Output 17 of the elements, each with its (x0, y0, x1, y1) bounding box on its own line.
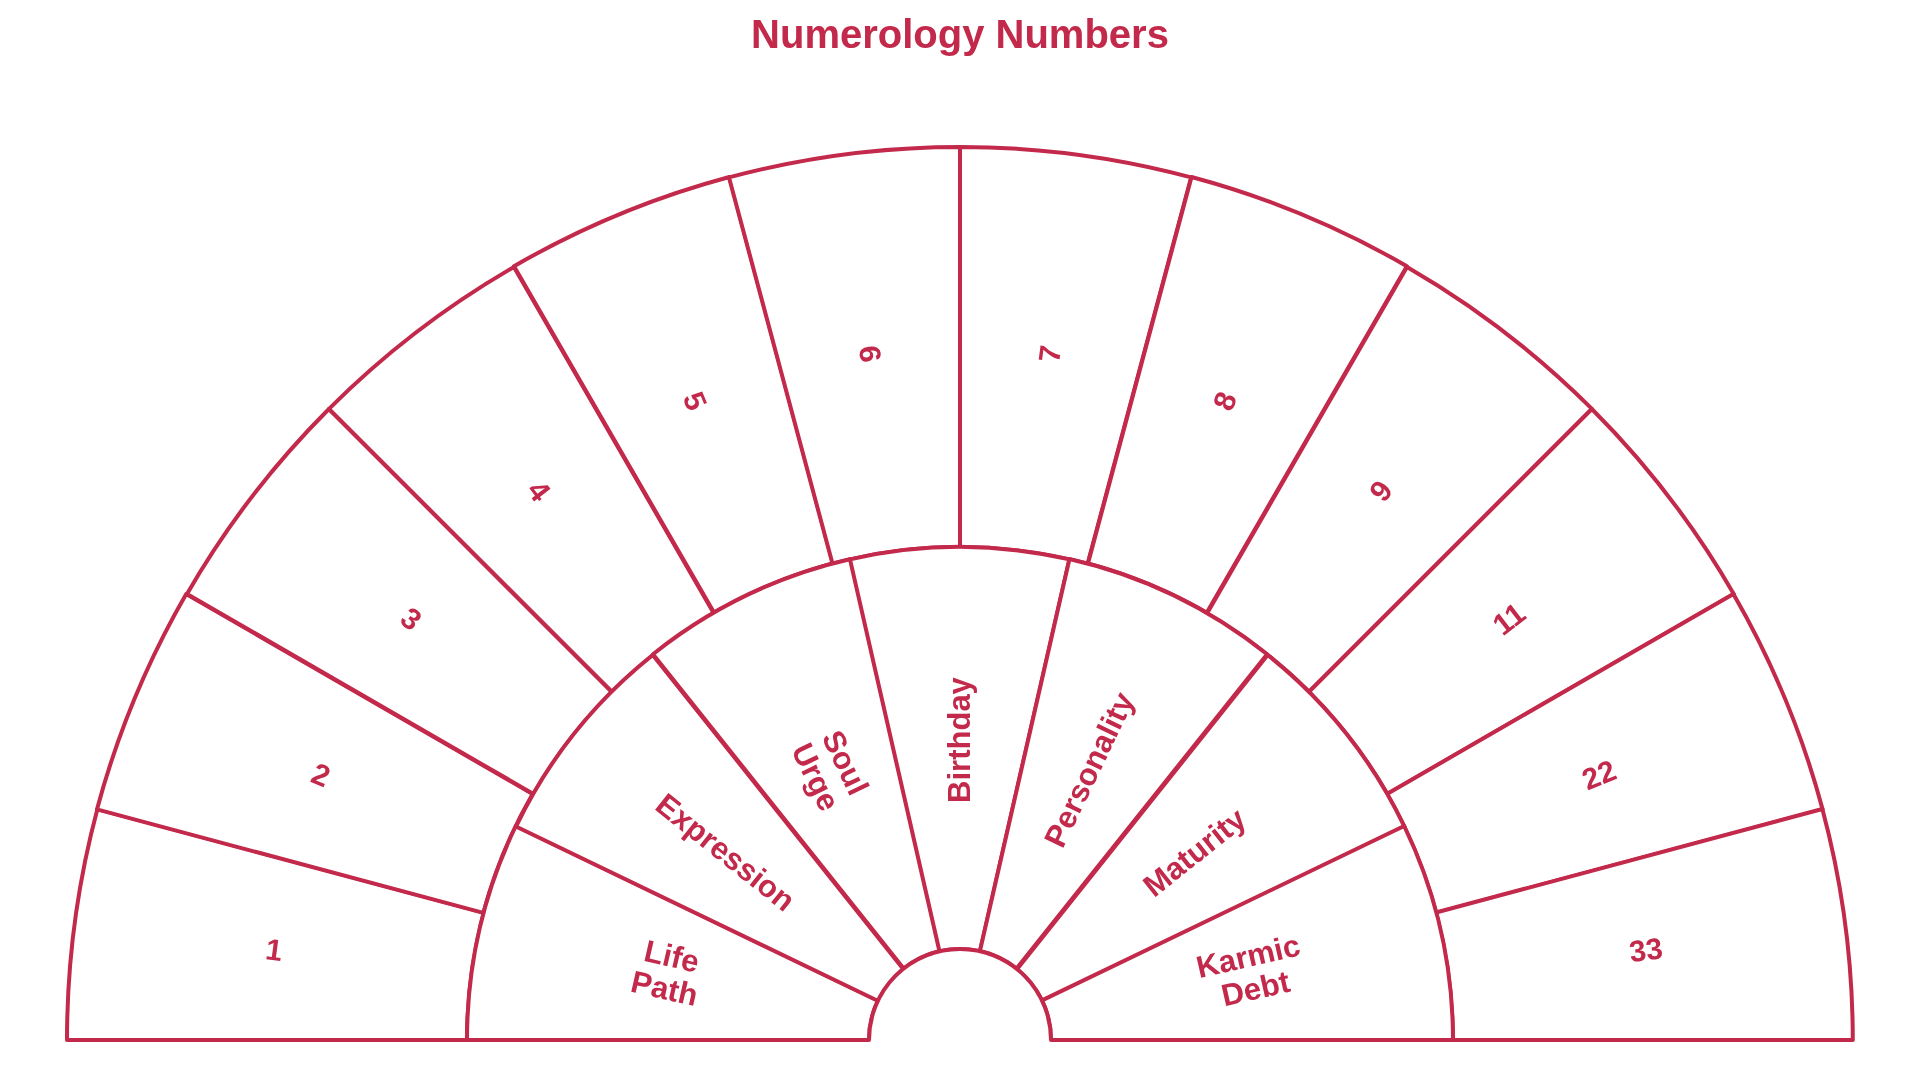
number-label: 6 (852, 343, 887, 365)
number-label: 9 (1363, 474, 1399, 508)
number-label: 33 (1627, 931, 1665, 968)
category-label: Birthday (943, 677, 977, 803)
category-label: Karmic Debt (1192, 927, 1305, 1016)
number-label: 5 (677, 386, 713, 415)
number-label: 2 (306, 757, 335, 793)
number-label: 7 (1033, 343, 1067, 365)
category-label: Life Path (626, 932, 704, 1015)
number-label: 4 (521, 474, 557, 508)
number-label: 22 (1577, 754, 1621, 797)
number-label: 8 (1207, 386, 1243, 415)
number-label: 11 (1486, 596, 1532, 641)
category-label: Soul Urge (784, 723, 877, 816)
number-label: 3 (394, 601, 428, 637)
number-label: 1 (263, 932, 285, 967)
chart-title: Numerology Numbers (751, 12, 1169, 57)
